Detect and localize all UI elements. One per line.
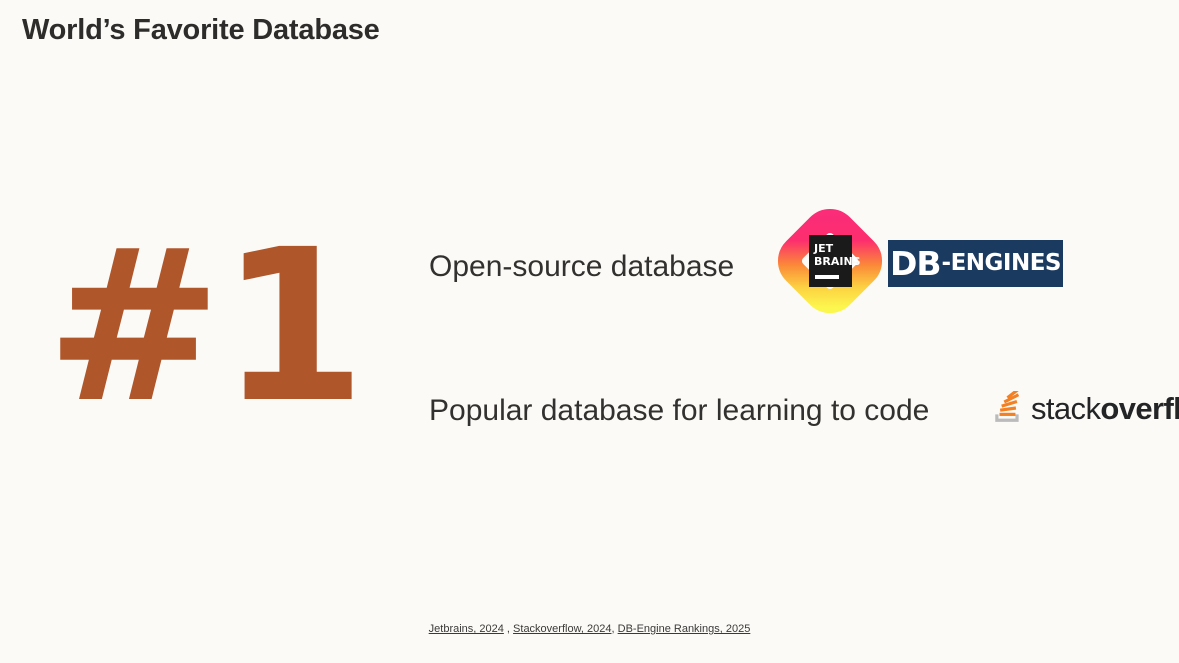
rank-badge: #1 [46, 204, 366, 449]
stackoverflow-wordmark: stackoverflow [1031, 393, 1179, 424]
citation-link-jetbrains[interactable]: Jetbrains, 2024 [428, 623, 504, 635]
stackoverflow-word-stack: stack [1031, 390, 1101, 426]
jetbrains-line1: JET [813, 242, 834, 255]
stackoverflow-logo: stackoverflow [991, 386, 1179, 429]
db-engines-engines-text: -ENGINES [941, 250, 1062, 276]
stackoverflow-word-overflow: overflow [1100, 390, 1179, 426]
citation-separator-1: , [503, 623, 514, 635]
jetbrains-line2: BRAINS [814, 255, 861, 268]
statement-row-1: Open-source database [429, 243, 734, 291]
citation-link-db-engine-rankings[interactable]: DB-Engine Rankings, 2025 [617, 623, 751, 635]
jetbrains-logo: JET BRAINS [776, 207, 884, 315]
footer-citations: Jetbrains, 2024 , Stackoverflow, 2024, D… [0, 623, 1179, 635]
citation-link-stackoverflow[interactable]: Stackoverflow, 2024 [513, 623, 612, 635]
statement-text-popular-learning: Popular database for learning to code [429, 394, 930, 427]
db-engines-logo: DB -ENGINES [888, 240, 1063, 287]
statement-text-open-source: Open-source database [429, 250, 735, 283]
page-title: World’s Favorite Database [22, 14, 380, 46]
citation-separator-2: , [611, 623, 618, 635]
db-engines-db-text: DB [889, 244, 942, 283]
stackoverflow-icon [991, 386, 1025, 425]
statement-row-2: Popular database for learning to code [429, 387, 929, 435]
